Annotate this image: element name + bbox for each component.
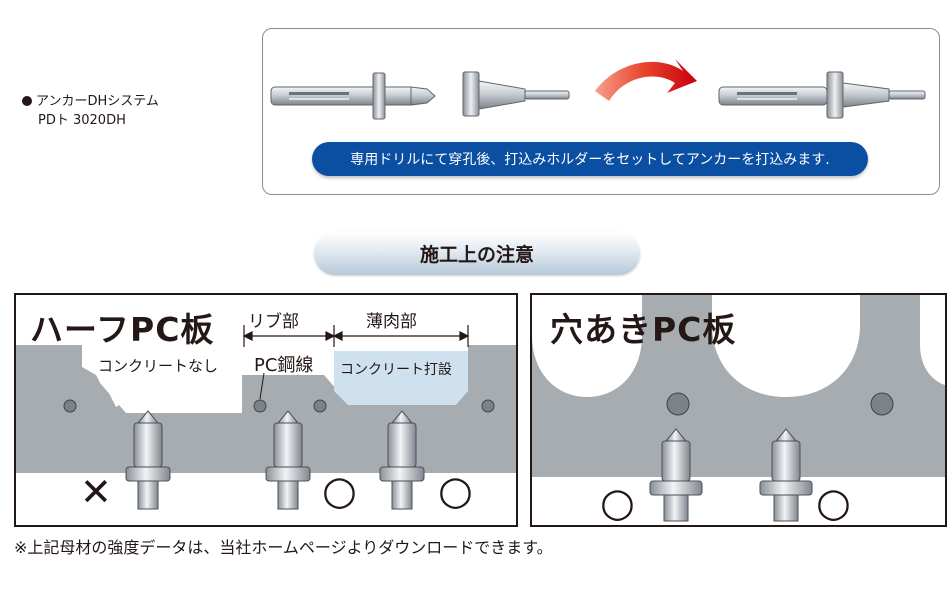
half-pc-title: ハーフPC板 — [30, 310, 215, 349]
product-model: PDト 3020DH — [38, 113, 126, 128]
holed-pc-title: 穴あきPC板 — [550, 310, 737, 349]
section-heading: 施工上の注意 — [314, 232, 640, 275]
footnote: ※上記母材の強度データは、当社ホームページよりダウンロードできます。 — [14, 538, 553, 557]
dimension-lines — [242, 325, 470, 347]
driving-holder-icon — [462, 71, 570, 117]
assembled-anchor-icon — [718, 71, 926, 119]
anchor-icon — [265, 410, 311, 510]
pc-wire-dot — [666, 392, 690, 416]
rib-label: リブ部 — [248, 312, 299, 332]
ng-mark-icon: ✕ — [80, 470, 112, 514]
ok-mark-icon: ○ — [816, 480, 851, 526]
hollow-core — [920, 295, 945, 385]
concrete-cast-area — [334, 351, 468, 405]
product-label: アンカーDHシステム PDト 3020DH — [22, 92, 159, 130]
ok-mark-icon: ○ — [600, 480, 635, 526]
pc-wire-label: PC鋼線 — [254, 355, 314, 376]
process-caption: 専用ドリルにて穿孔後、打込みホルダーをセットしてアンカーを打込みます. — [312, 142, 868, 176]
bullet-icon — [22, 96, 32, 106]
thin-section-label: 薄肉部 — [366, 312, 417, 332]
holed-pc-panel: 穴あきPC板 ○ ○ — [530, 293, 947, 527]
anchor-icon — [759, 428, 813, 522]
ok-mark-icon: ○ — [438, 468, 473, 514]
process-illustration — [270, 59, 926, 120]
pc-wire-dots — [63, 399, 495, 413]
curved-arrow-icon — [595, 59, 697, 101]
drill-bit-icon — [270, 72, 436, 120]
product-name: アンカーDHシステム — [36, 94, 159, 109]
anchor-icon — [649, 428, 703, 522]
anchor-icon — [379, 410, 425, 510]
half-pc-panel: ハーフPC板 リブ部 薄肉部 コンクリートなし PC鋼線 コンクリート打設 ✕ … — [14, 293, 518, 527]
ok-mark-icon: ○ — [322, 468, 357, 514]
no-concrete-label: コンクリートなし — [98, 357, 219, 375]
holed-pc-illustration — [532, 295, 945, 525]
hollow-core — [712, 295, 860, 397]
half-pc-illustration — [16, 325, 516, 525]
hollow-core — [532, 295, 642, 397]
pc-wire-dot — [870, 392, 894, 416]
no-concrete-void — [82, 345, 242, 407]
concrete-cast-label: コンクリート打設 — [340, 362, 452, 378]
anchor-icon — [125, 410, 171, 510]
